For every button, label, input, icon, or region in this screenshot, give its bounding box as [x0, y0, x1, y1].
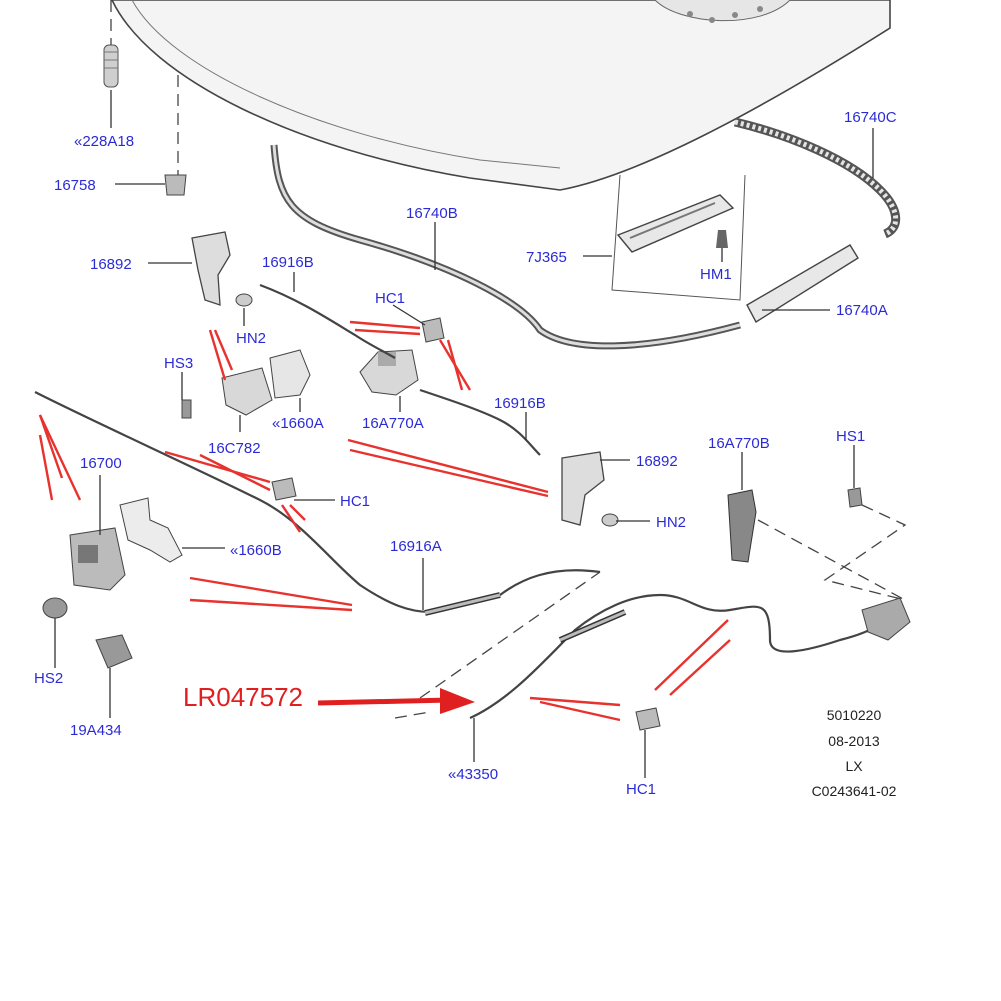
switch-19a434: [95, 634, 133, 669]
latch-16700: [69, 527, 126, 591]
bracket-1660b: [119, 497, 183, 563]
cable-43350: [469, 593, 881, 720]
bracket-16c782: [221, 367, 273, 416]
cable-16916b-lower: [419, 388, 541, 456]
seal-16740a: [746, 244, 859, 323]
highlight-lines: [38, 320, 731, 722]
hinge-16892-left: [191, 231, 231, 306]
callout-16740a: 16740A: [836, 302, 888, 319]
bumper-16758: [164, 174, 187, 196]
bracket-1660a: [269, 349, 311, 399]
callout-hc1-bottom: HC1: [626, 781, 656, 798]
callout-hc1-top: HC1: [375, 290, 405, 307]
cable-16700: [34, 391, 601, 614]
callout-1660b: «1660B: [230, 542, 282, 559]
screw-hs1: [847, 487, 863, 508]
nut-hn2-right: [601, 513, 619, 527]
callout-1660a: «1660A: [272, 415, 324, 432]
callout-16916b-top: 16916B: [262, 254, 314, 271]
fastener-228a18: [103, 44, 119, 88]
callout-hn2-left: HN2: [236, 330, 266, 347]
hood-seal-16740b: [270, 144, 741, 350]
callout-hs2: HS2: [34, 670, 63, 687]
stamp-line-1: 5010220: [827, 707, 882, 723]
stamp-line-4: C0243641-02: [812, 783, 897, 799]
callout-16740c: 16740C: [844, 109, 897, 126]
hood-panel: [111, 0, 891, 191]
stamp-line-2: 08-2013: [828, 733, 880, 749]
part-number: LR047572: [183, 682, 303, 712]
stamp-line-3: LX: [845, 758, 863, 774]
callout-hn2-right: HN2: [656, 514, 686, 531]
callout-16a770b: 16A770B: [708, 435, 770, 452]
callout-43350: «43350: [448, 766, 498, 783]
callout-16a770a: 16A770A: [362, 415, 424, 432]
bumper-hs2: [42, 597, 68, 619]
drawing-stamp: 5010220 08-2013 LX C0243641-02: [812, 707, 897, 799]
screw-hs3: [181, 399, 192, 419]
callout-16c782: 16C782: [208, 440, 261, 457]
hinge-16892-right: [561, 451, 605, 526]
cable-16916b-upper: [259, 283, 396, 359]
callout-19a434: 19A434: [70, 722, 122, 739]
callout-16700: 16700: [80, 455, 122, 472]
callout-hs3: HS3: [164, 355, 193, 372]
fastener-hm1: [716, 230, 728, 248]
callout-labels: «228A18 16758 16740C 16740B 7J365 HM1 16…: [34, 109, 897, 798]
part-number-arrow: [317, 688, 475, 714]
callout-16916b-mid: 16916B: [494, 395, 546, 412]
striker-16a770b: [727, 489, 757, 563]
clip-hc1-top: [421, 317, 445, 343]
callout-16758: 16758: [54, 177, 96, 194]
callout-16892-left: 16892: [90, 256, 132, 273]
callout-hm1: HM1: [700, 266, 732, 283]
leader-lines: [54, 90, 874, 778]
nut-hn2-left: [235, 293, 253, 307]
callout-16916a: 16916A: [390, 538, 442, 555]
actuator-43350-end: [861, 597, 911, 641]
callout-hc1-mid: HC1: [340, 493, 370, 510]
callout-7j365: 7J365: [526, 249, 567, 266]
callout-16740b: 16740B: [406, 205, 458, 222]
clip-hc1-mid: [271, 477, 297, 501]
hood-seal-16740c: [733, 117, 901, 239]
latch-16a770a: [359, 349, 419, 396]
clip-hc1-bottom: [635, 707, 661, 731]
lamp-7j365: [611, 174, 746, 301]
callout-hs1: HS1: [836, 428, 865, 445]
callout-16892-right: 16892: [636, 453, 678, 470]
callout-228a18: «228A18: [74, 133, 134, 150]
